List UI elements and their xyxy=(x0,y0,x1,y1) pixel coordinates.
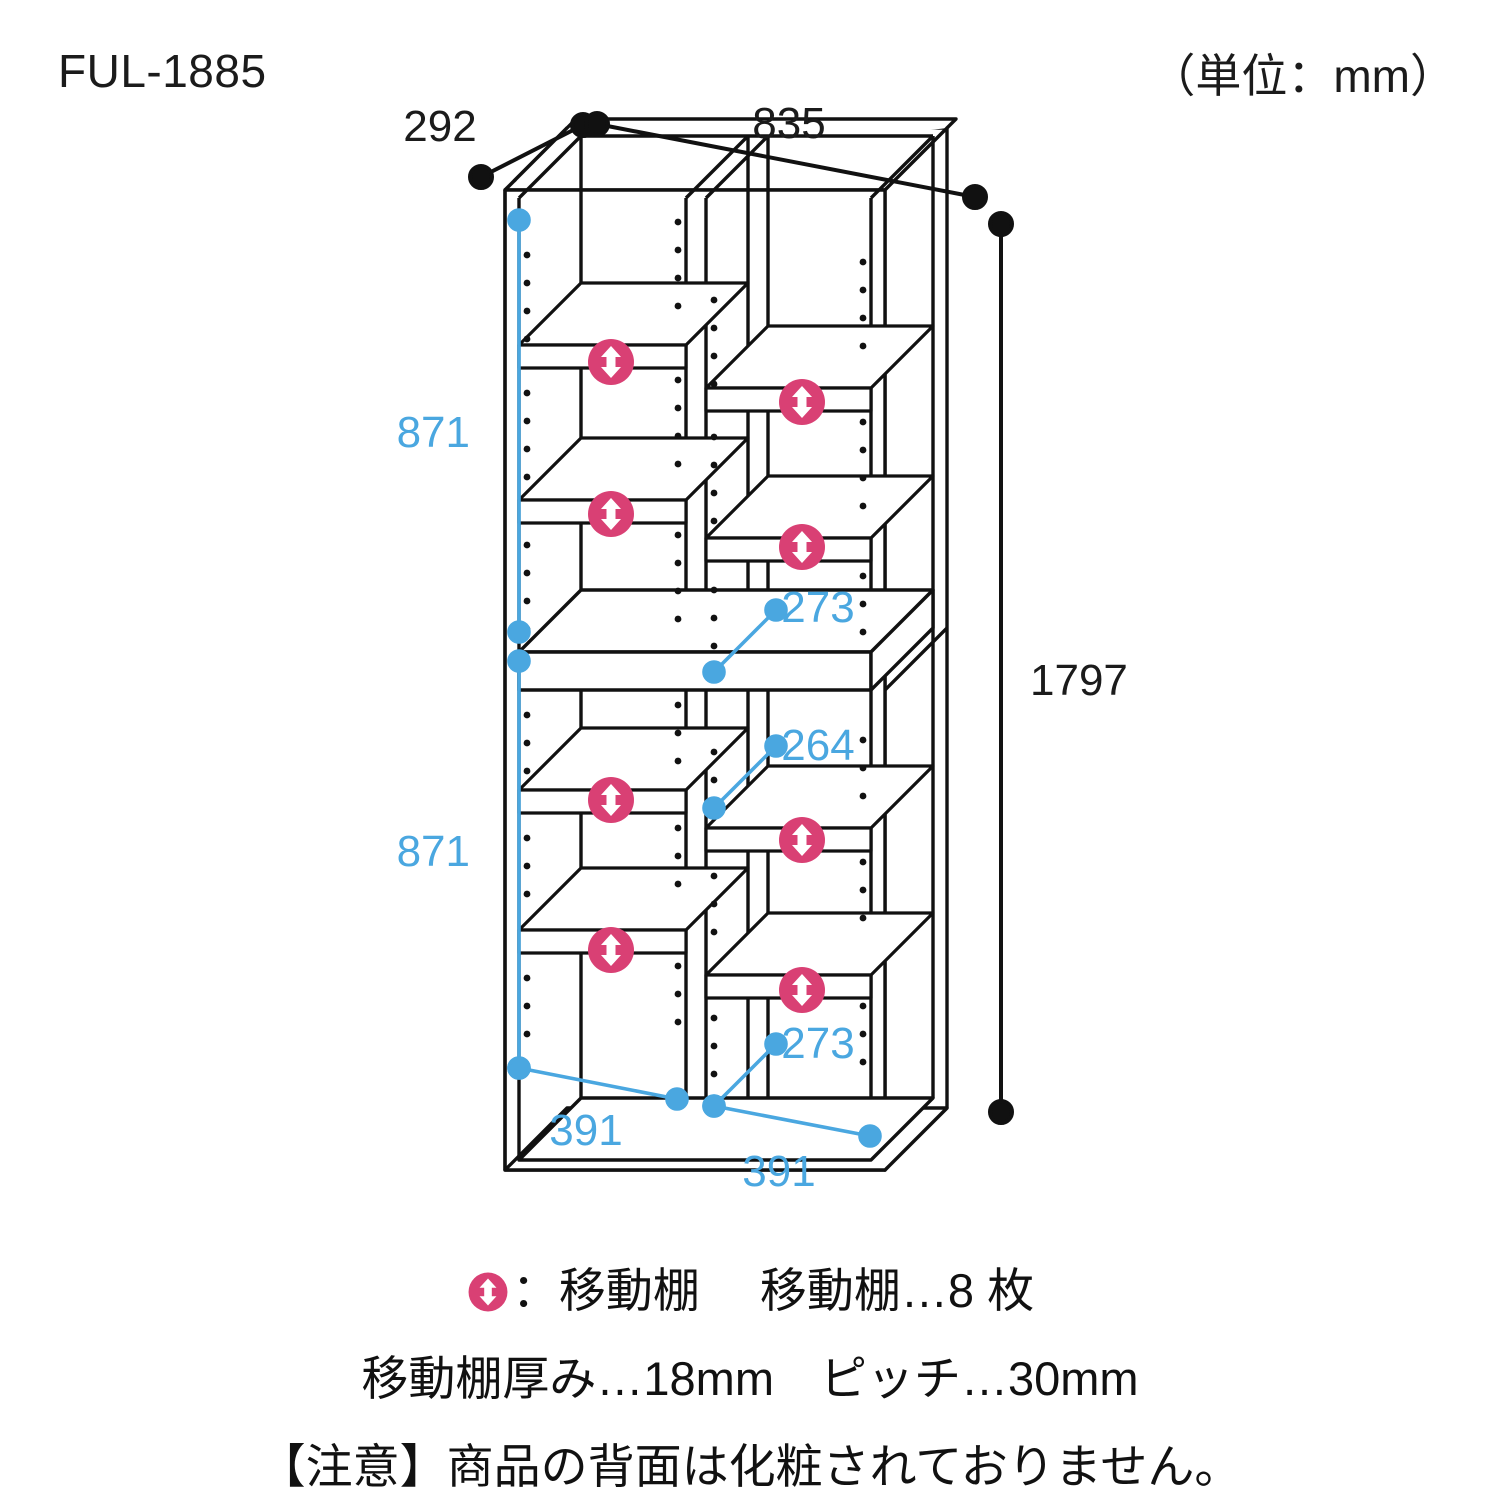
shelf-thickness-label: 移動棚厚み…18mm xyxy=(361,1352,774,1405)
dimension-upper-shelf-gap xyxy=(702,598,788,684)
dimension-depth-label: 292 xyxy=(403,102,476,151)
dimension-left-bay-width-label: 391 xyxy=(549,1106,622,1155)
adjustable-shelf-icon xyxy=(779,967,825,1013)
caution-line: 【注意】商品の背面は化粧されておりません。 xyxy=(0,1428,1500,1497)
dimension-right-bay-width xyxy=(702,1094,882,1148)
mid-panel-top-face xyxy=(517,588,935,654)
dimension-lower-inner-height-label: 871 xyxy=(397,827,470,876)
mid-panel-front-face xyxy=(517,650,873,692)
dimension-height xyxy=(988,211,1014,1125)
spec-line: 移動棚厚み…18mm ピッチ…30mm xyxy=(0,1340,1500,1409)
adjustable-shelf-icon xyxy=(588,927,634,973)
dimension-mid-shelf-gap xyxy=(702,734,788,820)
dimension-lower-shelf-gap-label: 273 xyxy=(781,1019,854,1068)
dimension-width xyxy=(584,111,988,210)
dimension-left-bay-width xyxy=(507,1056,689,1111)
page-title: FUL-1885 xyxy=(58,45,267,97)
legend-line: ：移動棚 移動棚…8 枚 xyxy=(0,1252,1500,1321)
carcass-mid-seam xyxy=(883,626,949,692)
adjustable-shelf-icon xyxy=(588,491,634,537)
dimension-width-label: 835 xyxy=(752,99,825,148)
interior-corner-lines xyxy=(517,134,935,200)
adjustable-shelf-icon xyxy=(779,817,825,863)
adjustable-shelf-icon xyxy=(588,777,634,823)
mid-panel-right-face xyxy=(869,588,935,692)
dimension-upper-shelf-gap-label: 273 xyxy=(781,583,854,632)
unit-note: （単位：mm） xyxy=(1149,50,1456,102)
fixed-middle-panel xyxy=(517,588,935,692)
adjustable-shelf-icon xyxy=(468,1272,508,1312)
dimension-height-label: 1797 xyxy=(1030,656,1128,705)
dimension-upper-inner-height xyxy=(507,208,531,644)
shelf-pin-holes xyxy=(523,218,867,1078)
legend-icon-label: ：移動棚 xyxy=(511,1264,700,1317)
caution-label: 【注意】商品の背面は化粧されておりません。 xyxy=(258,1440,1242,1493)
center-divider-top-edges xyxy=(684,134,770,200)
bottom-panel-inner xyxy=(517,1096,935,1162)
adjustable-shelf-icon xyxy=(779,524,825,570)
legend-count-label: 移動棚…8 枚 xyxy=(759,1264,1035,1317)
dimension-upper-inner-height-label: 871 xyxy=(397,408,470,457)
adjustable-shelf-icon xyxy=(588,339,634,385)
dimension-right-bay-width-label: 391 xyxy=(742,1147,815,1196)
dimension-mid-shelf-gap-label: 264 xyxy=(781,721,854,770)
adjustable-shelf-icon xyxy=(779,379,825,425)
shelf-pitch-label: ピッチ…30mm xyxy=(820,1352,1139,1405)
